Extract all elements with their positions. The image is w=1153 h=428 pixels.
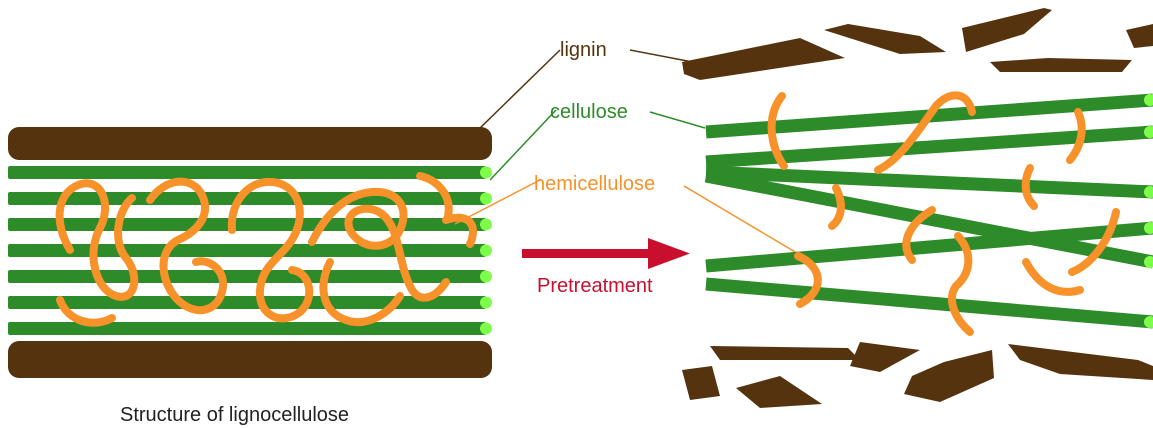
cellulose-label: cellulose	[550, 101, 628, 123]
cellulose-fiber-ends	[480, 167, 492, 335]
lignin-layer-top	[8, 127, 492, 160]
cellulose-fiber	[8, 166, 486, 179]
diagram-caption: Structure of lignocellulose	[120, 404, 349, 426]
lignin-layer-bottom	[8, 341, 492, 378]
cellulose-fiber	[8, 270, 486, 283]
lignin-label: lignin	[560, 39, 607, 61]
cellulose-fiber	[8, 218, 486, 231]
cellulose-fiber-ends-disrupted	[1144, 94, 1153, 328]
hemicellulose-label: hemicellulose	[534, 173, 655, 195]
cellulose-leader-right	[650, 112, 705, 128]
lignin-fragments-bottom	[682, 342, 1153, 408]
intact-structure	[8, 127, 492, 378]
disrupted-structure	[682, 8, 1153, 408]
pretreatment-label: Pretreatment	[537, 275, 653, 297]
cellulose-leader	[490, 110, 556, 180]
lignin-fragments-top	[682, 8, 1153, 80]
cellulose-fiber	[8, 244, 486, 257]
pretreatment-arrow	[522, 238, 690, 269]
